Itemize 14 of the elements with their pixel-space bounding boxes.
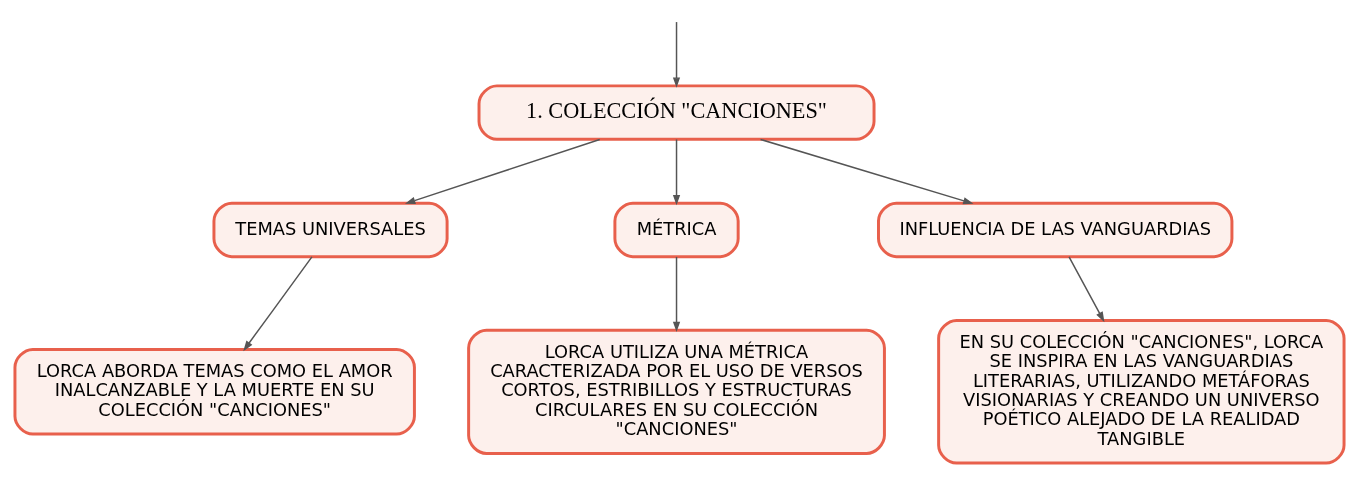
node-box: INFLUENCIA DE LAS VANGUARDIAS: [877, 201, 1234, 258]
arrow: [672, 255, 681, 332]
arrow: [672, 138, 681, 205]
node-box: MÉTRICA: [613, 201, 740, 258]
arrow: [759, 138, 974, 204]
node-box: 1. COLECCIÓN "CANCIONES": [477, 83, 876, 141]
node-box: EN SU COLECCIÓN "CANCIONES", LORCA SE INSPIRA EN LAS VANGUARDIAS LITERARIAS, UTILIZANDO METÁFORAS VISIONARIAS Y CREANDO UN UNIVERSO POÉTICO ALEJADO DE LA REALIDAD TANGIBLE: [937, 318, 1346, 465]
node-box: LORCA UTILIZA UNA MÉTRICA CARACTERIZADA POR EL USO DE VERSOS CORTOS, ESTRIBILLOS Y ESTRUCTURAS CIRCULARES EN SU COLECCIÓN "CANCIONES": [467, 328, 886, 455]
arrow: [1068, 255, 1105, 322]
arrow: [672, 20, 681, 88]
arrow: [404, 138, 601, 204]
arrow: [243, 255, 313, 351]
node-box: TEMAS UNIVERSALES: [212, 201, 449, 258]
node-box: LORCA ABORDA TEMAS COMO EL AMOR INALCANZABLE Y LA MUERTE EN SU COLECCIÓN "CANCIONES": [13, 347, 416, 436]
